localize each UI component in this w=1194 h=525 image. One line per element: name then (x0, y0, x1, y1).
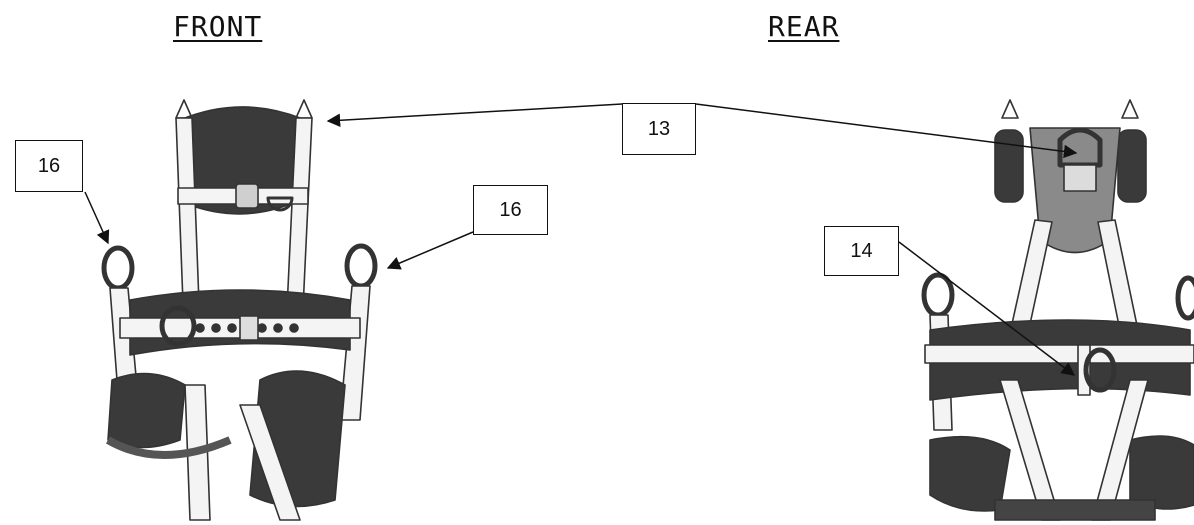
arrow-13-front (326, 103, 623, 128)
arrow-16-right (386, 231, 474, 270)
arrow-16-left (84, 191, 110, 245)
rear-heading: REAR (768, 10, 840, 43)
front-harness-illustration (101, 99, 378, 521)
callout-13: 13 (622, 103, 696, 155)
front-heading: FRONT (173, 10, 263, 43)
arrow-14 (898, 241, 1076, 376)
arrow-13-rear (695, 103, 1078, 159)
callout-16-right: 16 (473, 185, 548, 235)
rear-harness-illustration (921, 99, 1194, 521)
callout-14: 14 (824, 226, 899, 276)
callout-16-left: 16 (15, 140, 83, 192)
